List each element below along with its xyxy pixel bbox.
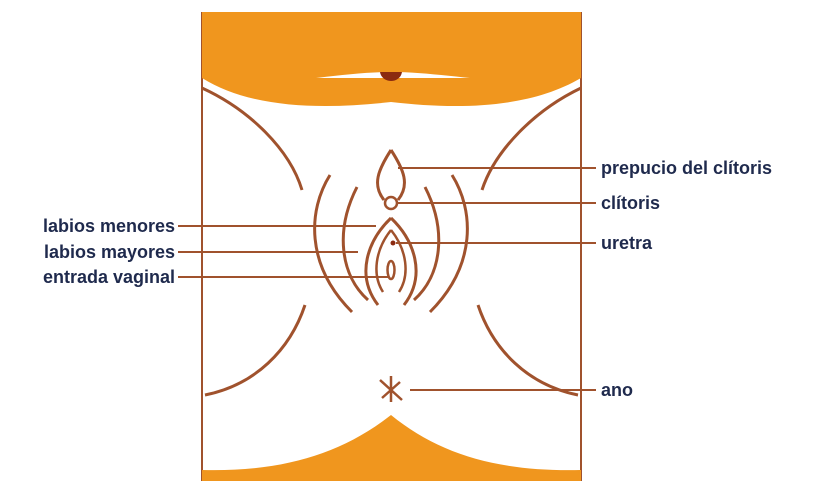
label-entrada-vaginal: entrada vaginal [10,267,175,287]
label-ano: ano [601,380,633,400]
abdomen-lower-edge [202,78,581,106]
label-uretra: uretra [601,233,652,253]
vaginal-opening-shape [388,261,395,279]
bottom-fill [202,415,581,481]
label-labios-menores: labios menores [10,216,175,236]
clitoral-hood [378,150,405,200]
left-buttock-curve [205,305,305,395]
label-clitoris: clítoris [601,193,660,213]
urethra-dot [391,241,396,246]
clitoris-shape [385,197,397,209]
anus-shape [380,376,402,402]
label-labios-mayores: labios mayores [10,242,175,262]
labia-majora-left [315,175,352,312]
labia-majora-inner-left [343,187,368,300]
right-buttock-curve [478,305,578,395]
label-prepucio-del-clitoris: prepucio del clítoris [601,158,772,178]
